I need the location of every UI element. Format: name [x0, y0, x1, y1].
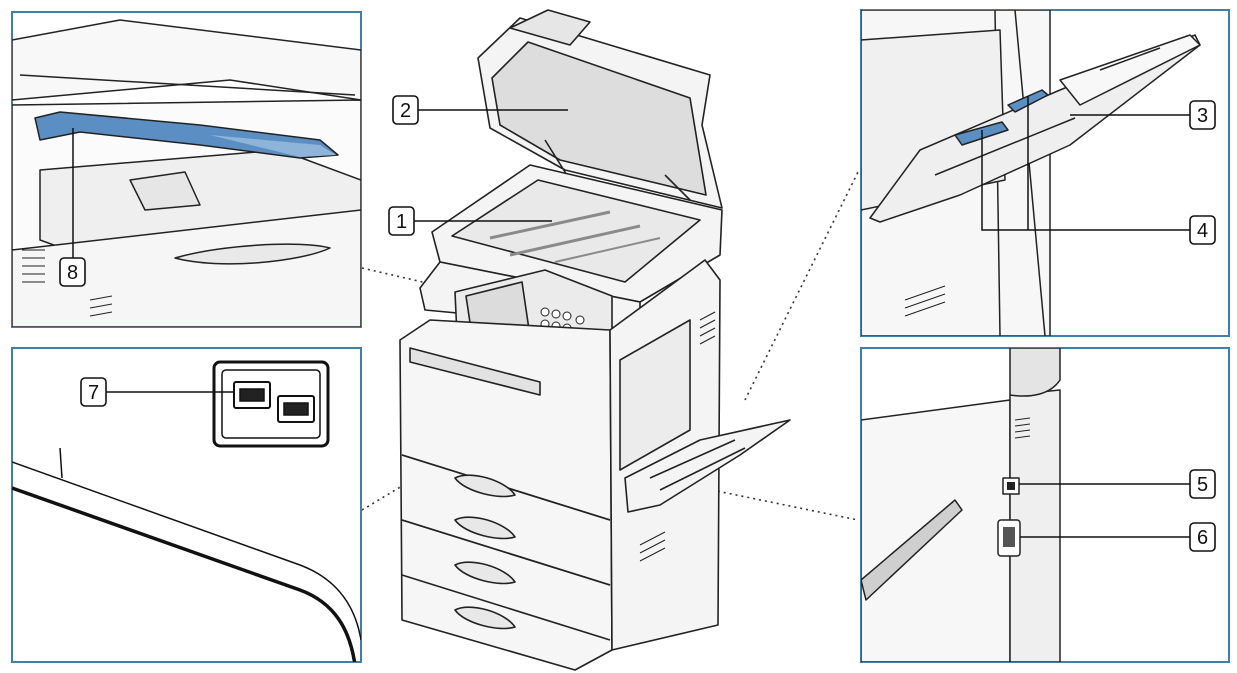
callout-2-box [392, 95, 419, 125]
side-vents [639, 311, 716, 562]
printer-main-illustration [399, 9, 791, 671]
connector-lines [361, 171, 859, 521]
callout-4-leader [981, 130, 1190, 231]
callout-8-label: 8 [67, 262, 78, 284]
callout-5-label: 5 [1197, 474, 1208, 496]
output-tray-shade [210, 135, 336, 157]
callout-7-label: 7 [88, 382, 99, 404]
rear-vents [1014, 417, 1031, 439]
callout-6-box [1189, 522, 1216, 552]
callout-1-label: 1 [396, 211, 407, 233]
callout-7-box [80, 377, 107, 407]
connector-bottom-right [711, 489, 859, 521]
callout-4-box [1189, 215, 1216, 245]
scanner-glass [451, 179, 701, 283]
tray-stopper [129, 171, 201, 211]
connector-top-right [744, 171, 859, 401]
output-slot [409, 347, 541, 396]
upper-housing [12, 19, 361, 101]
body-edge-thick [12, 486, 357, 662]
feeder-top [509, 9, 591, 46]
detail-panel-rear-ports [860, 347, 1230, 663]
tray-handle-2 [454, 516, 516, 540]
edge-notch [59, 447, 63, 479]
callout-3-label: 3 [1197, 105, 1208, 127]
callouts: 1 2 3 4 5 6 7 8 [59, 95, 1216, 552]
glass-reflection-2 [509, 224, 641, 257]
glass-reflection-3 [554, 237, 661, 263]
lower-deck [12, 209, 361, 327]
callout-4-label: 4 [1197, 220, 1208, 242]
connector-top-left [361, 267, 471, 294]
usb-port-2 [277, 395, 315, 423]
lid-inner-pad [491, 41, 707, 196]
side-door [619, 319, 691, 471]
detail-panel-usb [11, 347, 362, 663]
callout-6-label: 6 [1197, 527, 1208, 549]
deck-handle [174, 243, 331, 265]
top-cover [1009, 348, 1061, 397]
mp-tray-extension [1059, 34, 1201, 106]
usb-bezel-outer [212, 360, 330, 448]
tray-2 [401, 519, 611, 586]
callout-5-box [1189, 469, 1216, 499]
vent-grille [22, 249, 113, 317]
glass-reflection-1 [489, 210, 611, 240]
mp-tray-guide-1 [649, 439, 736, 479]
side-slot [861, 499, 963, 601]
mp-tray-guide-2 [659, 447, 746, 491]
paper-trays [401, 454, 611, 641]
tray-handle-4 [454, 606, 516, 630]
tray-handle-1 [454, 474, 516, 498]
usb-port-1 [233, 381, 271, 409]
callout-1-box [388, 206, 415, 236]
callout-2-label: 2 [400, 100, 411, 122]
lid-hinge-right [664, 174, 691, 201]
usb-bezel-inner [221, 369, 321, 439]
callout-8-box [59, 257, 86, 287]
tray-3 [401, 574, 611, 641]
callout-3-box [1189, 100, 1216, 130]
panel-frame-bottom-left [11, 347, 362, 663]
door-vents [904, 285, 946, 317]
tray-handle-3 [454, 561, 516, 585]
detail-panel-output-tray [11, 11, 362, 328]
connector-bottom-left [361, 395, 553, 511]
body-edge-thin [12, 461, 361, 641]
detail-panel-multipurpose-tray [860, 9, 1230, 337]
